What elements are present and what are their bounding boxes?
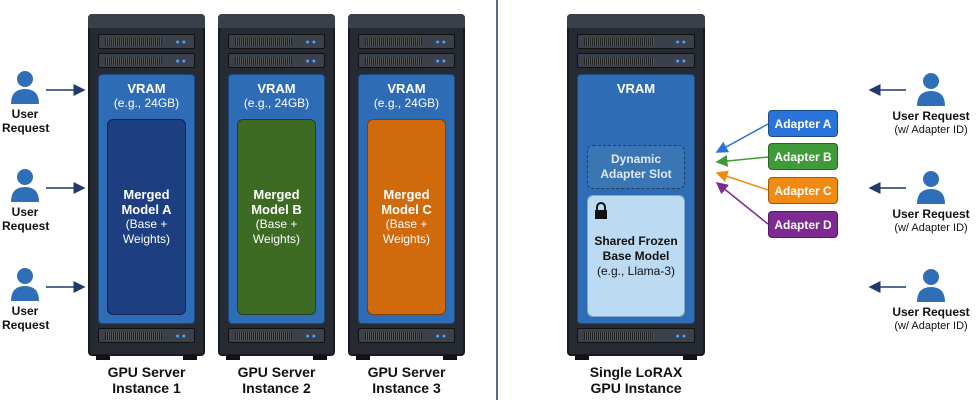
user-label: User Request (892, 207, 970, 221)
user-sublabel: (w/ Adapter ID) (894, 320, 968, 332)
user-request-adapter-1: User Request (w/ Adapter ID) (884, 72, 978, 137)
adapter-b-arrow (715, 155, 769, 167)
user-sublabel: (w/ Adapter ID) (894, 222, 968, 234)
vram-title: VRAM (257, 81, 296, 96)
adapter-a-arrow (715, 123, 769, 153)
user-request-3: User Request (2, 267, 50, 332)
user-label: User Request (2, 107, 50, 135)
shared-frozen-base-model: Shared Frozen Base Model (e.g., Llama-3) (587, 195, 685, 317)
user-icon (11, 169, 39, 202)
adapter-c: Adapter C (768, 177, 838, 204)
adapter-c-arrow (715, 170, 769, 191)
vram-title: VRAM (127, 81, 166, 96)
lock-icon (595, 202, 607, 219)
user-label: User Request (892, 109, 970, 123)
user-request-adapter-3: User Request (w/ Adapter ID) (884, 268, 978, 333)
user-icon (917, 269, 945, 302)
user-icon (917, 171, 945, 204)
user-request-1: User Request (2, 70, 50, 135)
user-sublabel: (w/ Adapter ID) (894, 124, 968, 136)
user-icon (11, 71, 39, 104)
vram-size: (e.g., 24GB) (373, 96, 440, 110)
vram-size: (e.g., 24GB) (243, 96, 310, 110)
user-label: User Request (2, 304, 50, 332)
adapter-a: Adapter A (768, 110, 838, 137)
user-label: User Request (2, 205, 50, 233)
user-request-2: User Request (2, 168, 50, 233)
user-icon (11, 268, 39, 301)
vram-title: VRAM (616, 81, 656, 96)
user-icon (917, 73, 945, 106)
user-label: User Request (892, 305, 970, 319)
adapter-d: Adapter D (768, 211, 838, 238)
vram-title: VRAM (387, 81, 426, 96)
adapter-d-arrow (715, 182, 769, 225)
user-request-adapter-2: User Request (w/ Adapter ID) (884, 170, 978, 235)
adapter-b: Adapter B (768, 143, 838, 170)
vram-size: (e.g., 24GB) (113, 96, 180, 110)
